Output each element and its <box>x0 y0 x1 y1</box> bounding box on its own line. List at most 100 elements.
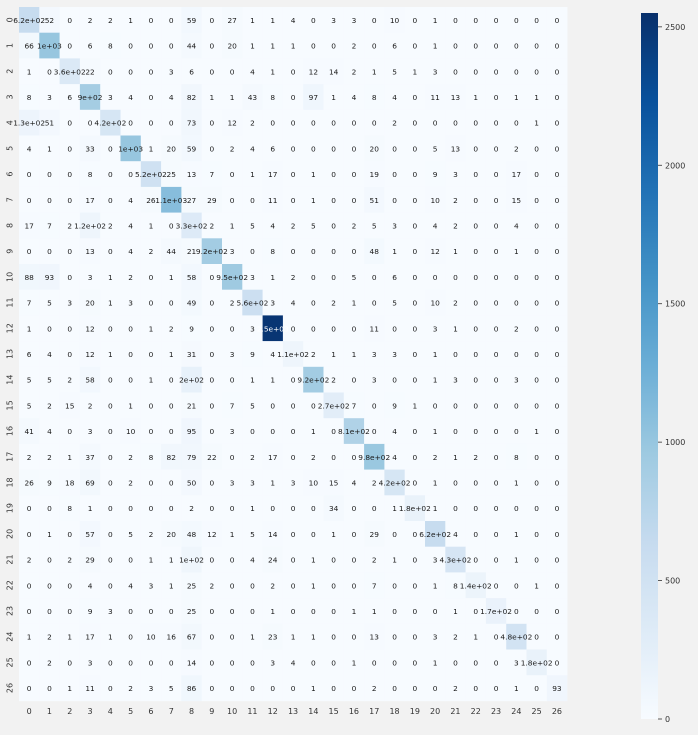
heatmap-cell <box>323 649 345 676</box>
heatmap-cell-label: 4 <box>128 93 133 102</box>
heatmap-cell-label: 4 <box>27 144 32 153</box>
heatmap-cell <box>465 418 487 445</box>
heatmap-cell <box>526 84 548 111</box>
heatmap-cell <box>140 623 162 650</box>
heatmap-cell <box>343 572 365 599</box>
heatmap-cell-label: 1 <box>311 170 316 179</box>
heatmap-cell-label: 6 <box>270 144 275 153</box>
heatmap-cell <box>120 264 142 290</box>
heatmap-cell <box>465 212 487 239</box>
heatmap-cell <box>526 572 548 599</box>
heatmap-cell <box>140 341 162 368</box>
heatmap-cell-label: 2 <box>88 401 93 410</box>
heatmap-cell <box>100 264 121 290</box>
y-tick-label: 0 <box>6 17 15 22</box>
heatmap-cell-label: 5.6e+02 <box>236 299 268 308</box>
heatmap-cell <box>364 186 385 213</box>
heatmap-cell <box>303 443 324 470</box>
heatmap-cell-label: 0 <box>494 478 499 487</box>
heatmap-cell <box>526 109 548 136</box>
heatmap-cell <box>161 418 182 445</box>
heatmap-cell-label: 0 <box>352 453 357 462</box>
heatmap-cell-label: 0 <box>555 170 560 179</box>
heatmap-cell <box>201 572 223 599</box>
heatmap-cell <box>445 341 466 368</box>
heatmap-cell <box>120 109 142 136</box>
heatmap-cell-label: 1 <box>514 684 519 693</box>
heatmap-cell <box>242 443 263 470</box>
heatmap-cell-label: 0 <box>534 221 539 230</box>
heatmap-cell-label: 0 <box>534 16 539 25</box>
heatmap-cell <box>506 495 527 522</box>
heatmap-cell <box>140 84 162 111</box>
heatmap-cell-label: 1 <box>108 350 113 359</box>
heatmap-cell-label: 0 <box>473 478 478 487</box>
heatmap-cell-label: 2 <box>331 376 336 385</box>
heatmap-cell <box>222 649 243 676</box>
heatmap-cell-label: 10 <box>126 427 136 436</box>
heatmap-cell-label: 1.8e+02 <box>521 658 553 667</box>
heatmap-cell <box>303 315 324 342</box>
heatmap-cell-label: 3 <box>453 376 458 385</box>
heatmap-cell-label: 0 <box>291 556 296 565</box>
heatmap-cell <box>100 572 121 599</box>
heatmap-cell <box>506 212 527 239</box>
x-tick-label: 23 <box>491 707 501 716</box>
heatmap-cell <box>425 289 446 316</box>
heatmap-cell <box>404 521 426 547</box>
heatmap-cell <box>120 289 142 316</box>
y-tick-label: 26 <box>6 683 15 693</box>
heatmap-cell-label: 2 <box>453 684 458 693</box>
heatmap-cell <box>79 212 101 239</box>
heatmap-cell <box>506 418 527 445</box>
heatmap-cell-label: 3 <box>433 633 438 642</box>
heatmap-cell-label: 1 <box>392 247 397 256</box>
heatmap-cell-label: 0 <box>555 119 560 128</box>
heatmap-cell-label: 0 <box>331 633 336 642</box>
heatmap-cell <box>100 649 121 676</box>
heatmap-cell <box>79 675 101 702</box>
heatmap-cell <box>506 161 527 188</box>
heatmap-cell-label: 11 <box>85 684 95 693</box>
heatmap-cell <box>19 341 40 368</box>
heatmap-cell-label: 7 <box>372 581 377 590</box>
heatmap-cell-label: 0 <box>250 658 255 667</box>
heatmap-cell <box>39 264 60 290</box>
heatmap-cell <box>506 572 527 599</box>
heatmap-cell <box>364 135 385 162</box>
heatmap-cell-label: 4 <box>169 93 174 102</box>
heatmap-cell-label: 0 <box>555 530 560 539</box>
heatmap-cell-label: 0 <box>494 504 499 513</box>
heatmap-cell-label: 0 <box>209 427 214 436</box>
heatmap-cell-label: 5 <box>352 273 357 282</box>
heatmap-cell-label: 1 <box>433 376 438 385</box>
heatmap-cell <box>242 58 263 85</box>
heatmap-cell-label: 1e+03 <box>37 42 62 51</box>
heatmap-cell <box>140 58 162 85</box>
heatmap-cell <box>546 58 568 85</box>
heatmap-cell <box>282 212 304 239</box>
heatmap-cell-label: 0 <box>412 427 417 436</box>
heatmap-cell-label: 4 <box>270 221 275 230</box>
heatmap-cell <box>100 341 121 368</box>
heatmap-cell <box>323 315 345 342</box>
heatmap-cell <box>39 212 60 239</box>
heatmap-cell-label: 0 <box>128 658 133 667</box>
heatmap-cell-label: 0 <box>67 247 72 256</box>
heatmap-cell-label: 0 <box>534 324 539 333</box>
heatmap-cell <box>404 418 426 445</box>
heatmap-cell-label: 7 <box>47 221 52 230</box>
heatmap-cell-label: 0 <box>534 273 539 282</box>
heatmap-cell <box>364 546 385 573</box>
heatmap-cell-label: 9.2e+02 <box>297 376 329 385</box>
heatmap-cell <box>404 623 426 650</box>
heatmap-cell-label: 13 <box>451 144 461 153</box>
heatmap-cell <box>79 598 101 625</box>
heatmap-cell <box>282 443 304 470</box>
heatmap-cell-label: 1 <box>270 67 275 76</box>
heatmap-cell-label: 0 <box>128 324 133 333</box>
heatmap-cell <box>303 598 324 625</box>
heatmap-cell <box>120 392 142 419</box>
heatmap-cell-label: 2 <box>372 478 377 487</box>
heatmap-cell-label: 0 <box>331 607 336 616</box>
